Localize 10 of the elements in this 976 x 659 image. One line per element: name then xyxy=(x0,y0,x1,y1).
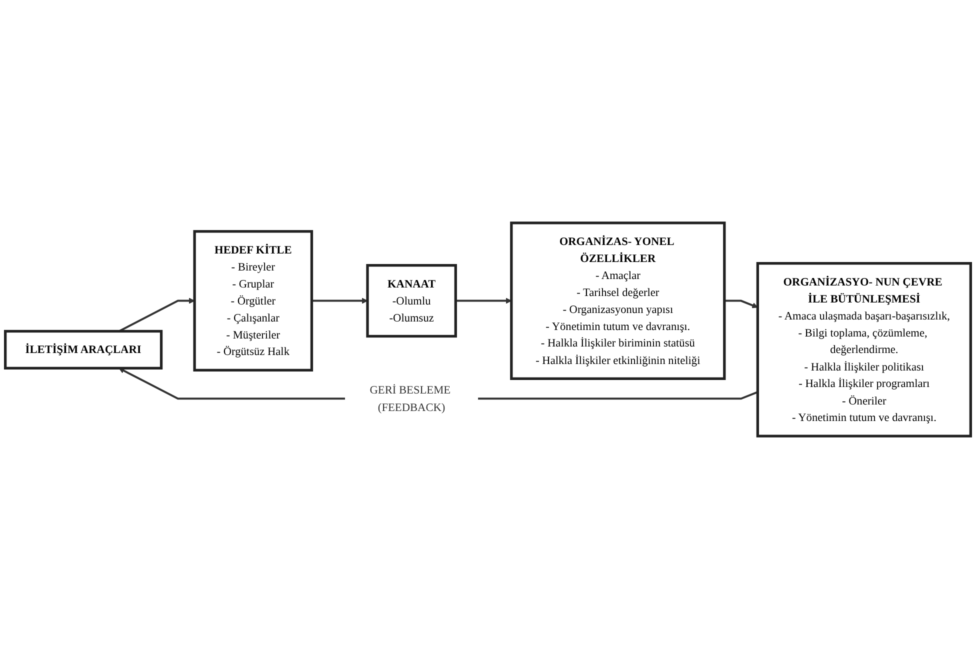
edge-label: GERİ BESLEME (FEEDBACK) xyxy=(370,384,451,414)
node-box: HEDEF KİTLE - Bireyler - Gruplar - Örgütler - Çalışanlar - Müşteriler - Örgütsüz Halk xyxy=(193,230,314,372)
arrow xyxy=(724,300,758,308)
node-box: ORGANİZAS- YONEL ÖZELLİKLER - Amaçlar - Tarihsel değerler - Organizasyonun yapısı - Yönetimin tutum ve davranışı. - Halkla İlişkiler biriminin statüsü - Halkla İlişkiler etkinliğinin niteliği xyxy=(510,222,726,380)
node-box: İLETİŞİM ARAÇLARI xyxy=(4,330,163,370)
node-box: KANAAT -Olumlu -Olumsuz xyxy=(366,264,457,338)
arrow xyxy=(456,298,512,304)
arrow xyxy=(312,298,368,304)
node-box: ORGANİZASYO- NUN ÇEVRE İLE BÜTÜNLEŞMESİ - Amaca ulaşmada başarı-başarısızlık, - Bilgi toplama, çözümleme, değerlendirme. - Halkla İlişkiler politikası - Halkla İlişkiler programları - Öneriler - Yönetimin tutum ve davranışı. xyxy=(756,262,972,438)
arrow xyxy=(118,298,195,332)
